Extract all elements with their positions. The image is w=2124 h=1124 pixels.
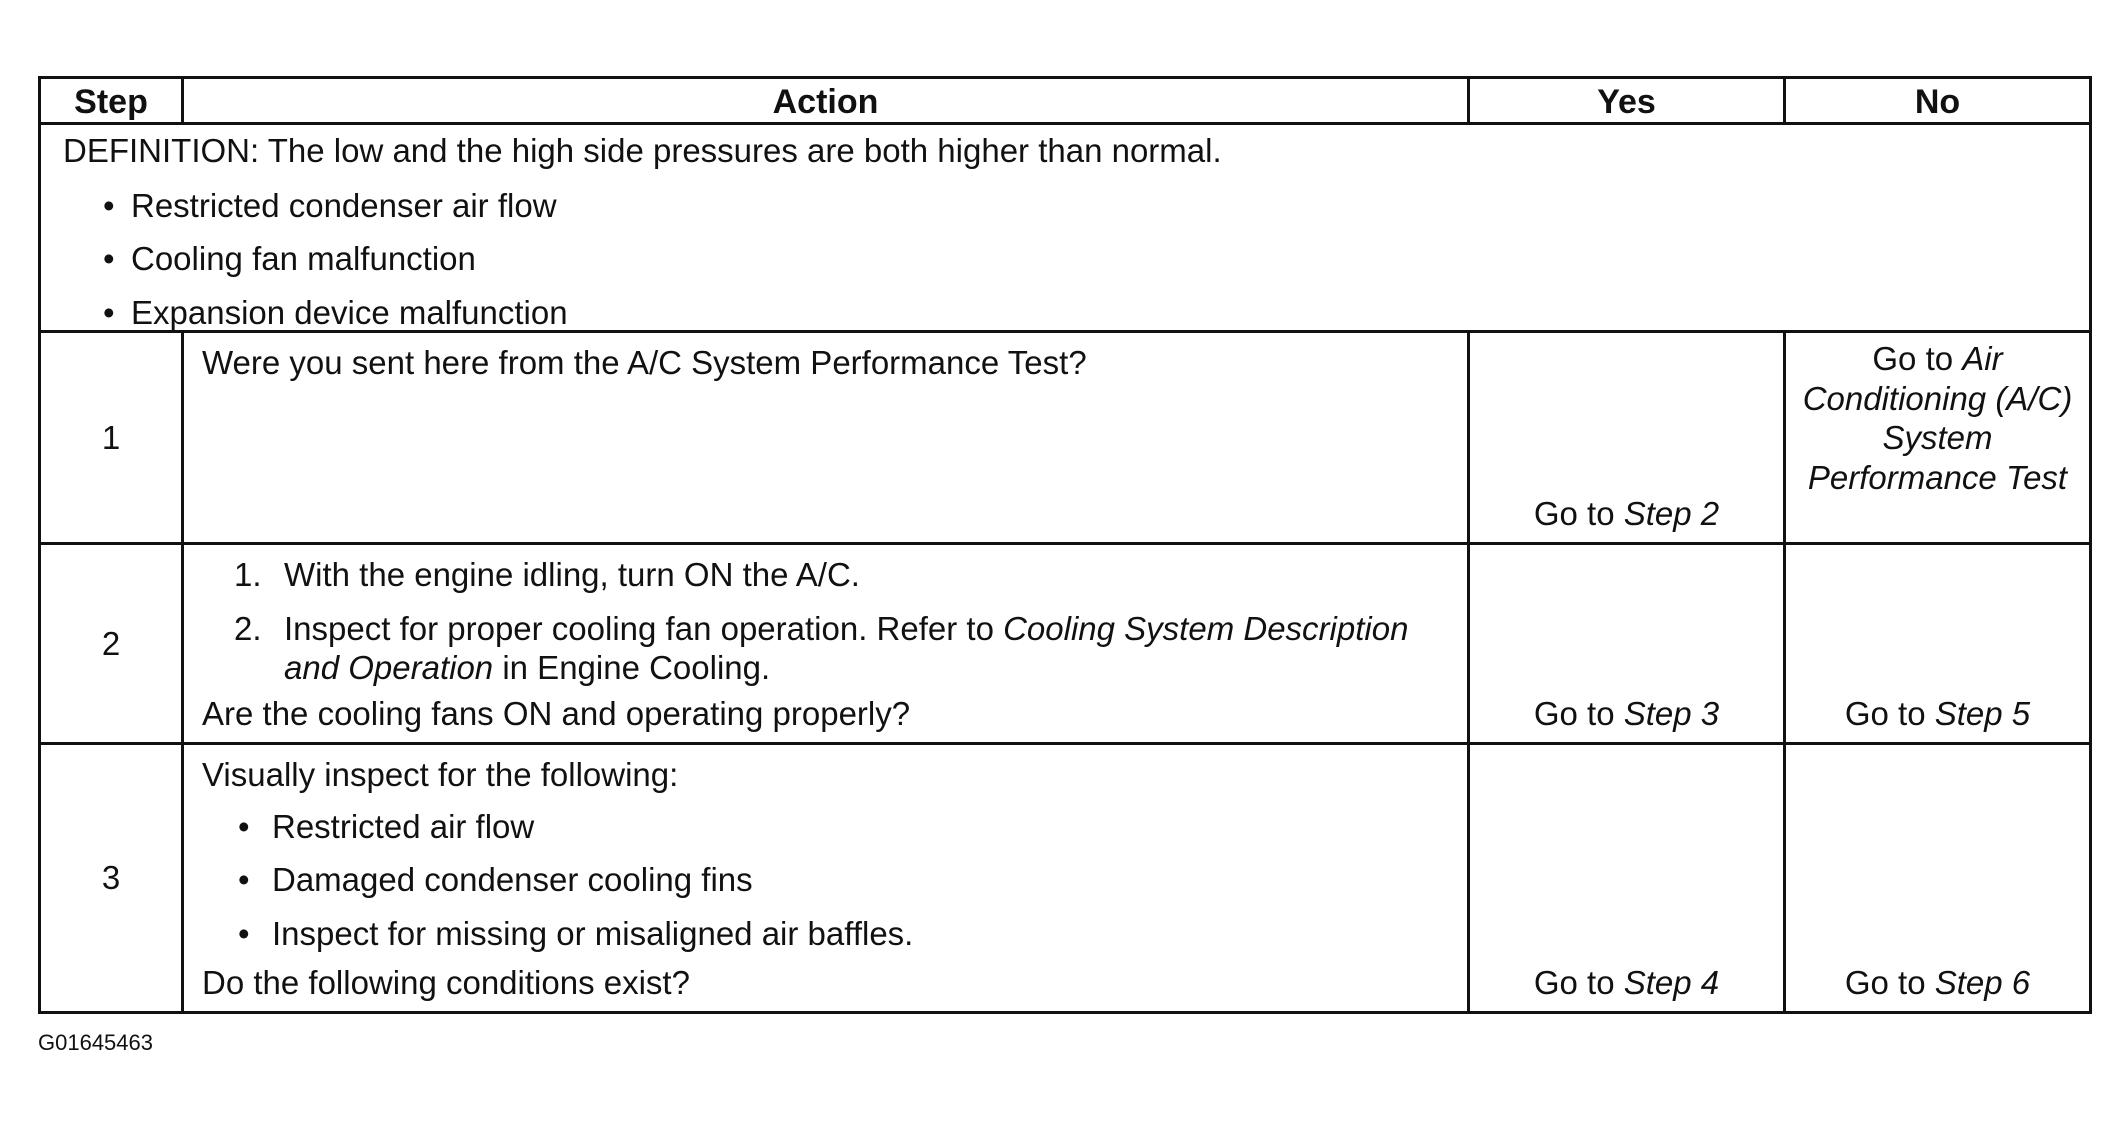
step-3-no-prefix: Go to bbox=[1844, 964, 1935, 1002]
substep-text-after: in Engine Cooling. bbox=[493, 649, 771, 687]
step-2-no-link[interactable]: Step 5 bbox=[1934, 695, 2031, 733]
step-1-no-prefix: Go to bbox=[1872, 340, 1963, 377]
header-no: No bbox=[1786, 79, 2089, 125]
step-1-yes: Go to Step 2 bbox=[1470, 333, 1786, 545]
definition-text: DEFINITION: The low and the high side pr… bbox=[63, 132, 1222, 169]
step-2-yes-prefix: Go to bbox=[1533, 695, 1624, 733]
step-3-no-link[interactable]: Step 6 bbox=[1934, 964, 2031, 1002]
definition-bullet: Expansion device malfunction bbox=[103, 293, 2089, 333]
step-2-yes-link[interactable]: Step 3 bbox=[1623, 695, 1720, 733]
step-3-yes: Go to Step 4 bbox=[1470, 745, 1786, 1011]
definition-block: DEFINITION: The low and the high side pr… bbox=[41, 125, 2089, 333]
step-3-no: Go to Step 6 bbox=[1786, 745, 2089, 1011]
step-3-yes-prefix: Go to bbox=[1533, 964, 1624, 1002]
step-3-action: Visually inspect for the following: Rest… bbox=[184, 745, 1470, 1011]
substep-number: 1. bbox=[234, 556, 262, 593]
step-3-bullet-list: Restricted air flow Damaged condenser co… bbox=[202, 807, 1449, 954]
step-1-number: 1 bbox=[41, 333, 184, 545]
step-3-bullet: Inspect for missing or misaligned air ba… bbox=[238, 914, 1449, 954]
step-1-no: Go to Air Conditioning (A/C) System Perf… bbox=[1786, 333, 2089, 545]
step-3-bullet: Damaged condenser cooling fins bbox=[238, 860, 1449, 900]
step-3-bullet: Restricted air flow bbox=[238, 807, 1449, 847]
diagnostic-table: Step Action Yes No DEFINITION: The low a… bbox=[38, 76, 2092, 1014]
step-1-no-link[interactable]: Air Conditioning (A/C) System Performanc… bbox=[1802, 340, 2073, 496]
step-1-yes-prefix: Go to bbox=[1533, 495, 1624, 533]
header-action: Action bbox=[184, 79, 1470, 125]
substep-text: With the engine idling, turn ON the A/C. bbox=[284, 556, 860, 593]
header-yes: Yes bbox=[1470, 79, 1786, 125]
step-1-action: Were you sent here from the A/C System P… bbox=[184, 333, 1470, 545]
step-2-action: 1. With the engine idling, turn ON the A… bbox=[184, 545, 1470, 745]
step-2-question: Are the cooling fans ON and operating pr… bbox=[202, 695, 911, 733]
step-1-question: Were you sent here from the A/C System P… bbox=[202, 344, 1087, 381]
definition-bullet: Cooling fan malfunction bbox=[103, 239, 2089, 279]
step-1-yes-link[interactable]: Step 2 bbox=[1623, 495, 1720, 533]
step-3-intro: Visually inspect for the following: bbox=[202, 756, 679, 793]
cooling-system-reference-link[interactable]: Cooling System Description and Operation bbox=[284, 609, 1409, 687]
step-3-number: 3 bbox=[41, 745, 184, 1011]
substep-text: Inspect for proper cooling fan operation… bbox=[284, 609, 1004, 647]
definition-bullet-list: Restricted condenser air flow Cooling fa… bbox=[63, 186, 2089, 333]
step-2-no: Go to Step 5 bbox=[1786, 545, 2089, 745]
step-2-number: 2 bbox=[41, 545, 184, 745]
step-3-yes-link[interactable]: Step 4 bbox=[1623, 964, 1720, 1002]
step-2-yes: Go to Step 3 bbox=[1470, 545, 1786, 745]
step-2-substep-list: 1. With the engine idling, turn ON the A… bbox=[202, 555, 1449, 688]
step-3-question: Do the following conditions exist? bbox=[202, 964, 690, 1002]
step-2-substep: 1. With the engine idling, turn ON the A… bbox=[234, 555, 1449, 595]
definition-bullet: Restricted condenser air flow bbox=[103, 186, 2089, 226]
step-2-no-prefix: Go to bbox=[1844, 695, 1935, 733]
header-step: Step bbox=[41, 79, 184, 125]
step-2-substep: 2. Inspect for proper cooling fan operat… bbox=[234, 609, 1449, 688]
figure-id: G01645463 bbox=[38, 1030, 153, 1055]
substep-number: 2. bbox=[234, 609, 262, 647]
